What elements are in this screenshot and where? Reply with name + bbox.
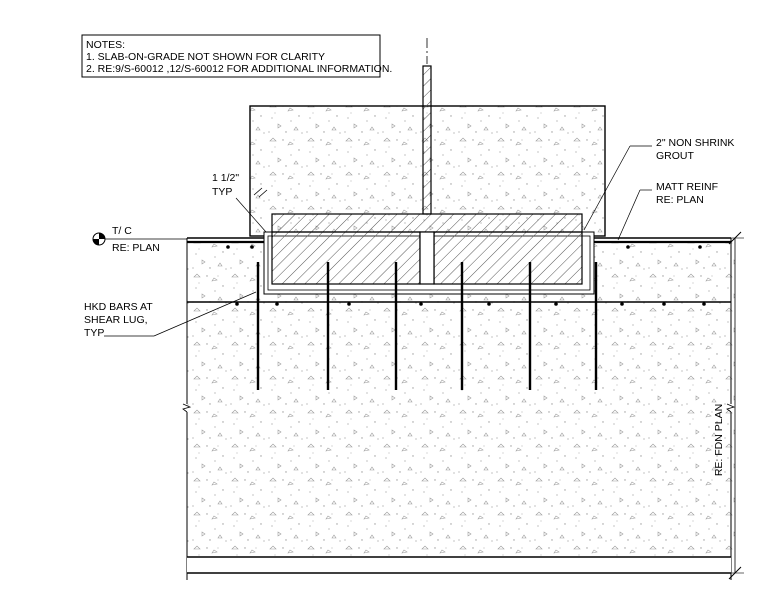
hkd-bars-label-line1: HKD BARS AT <box>84 301 153 313</box>
fdn-plan-label: RE: FDN PLAN <box>713 404 725 476</box>
mat-reinf-label-line2: RE: PLAN <box>656 194 704 206</box>
mat-reinf-leader <box>617 189 641 241</box>
note-1: 1. SLAB-ON-GRADE NOT SHOWN FOR CLARITY <box>86 51 325 63</box>
column-stem <box>422 65 432 215</box>
hkd-bars-label-line3: TYP <box>84 327 104 339</box>
rebar-dot <box>226 245 230 249</box>
rebar-dot <box>620 302 624 306</box>
reinforcement-layer <box>187 245 731 306</box>
rebar-dot <box>235 302 239 306</box>
rebar-dot <box>662 302 666 306</box>
shear-lug-right <box>433 231 583 285</box>
note-2: 2. RE:9/S-60012 ,12/S-60012 FOR ADDITION… <box>86 63 392 75</box>
tc-label: T/ C <box>112 225 132 237</box>
rebar-dot <box>626 245 630 249</box>
rebar-dot <box>275 302 279 306</box>
rebar-dot <box>419 302 423 306</box>
top-of-concrete-marker: T/ C RE: PLAN <box>92 225 187 254</box>
rebar-dot <box>347 302 351 306</box>
mat-bottom-rebar-fill <box>187 557 731 573</box>
tc-reference: RE: PLAN <box>112 242 160 254</box>
dimension-value: 1 1/2" <box>212 172 239 184</box>
grout-label-line2: GROUT <box>656 150 695 162</box>
tc-symbol-fill <box>93 233 105 245</box>
notes-heading: NOTES: <box>86 39 125 51</box>
hkd-bars-label-line2: SHEAR LUG, <box>84 314 148 326</box>
mat-left-break-symbol <box>182 403 192 413</box>
dimension-callout: 1 1/2" TYP <box>212 172 268 233</box>
rebar-dot <box>702 302 706 306</box>
hooked-bars <box>256 262 598 390</box>
mat-right-break-symbol <box>726 403 736 413</box>
hkd-bars-leader <box>153 291 257 337</box>
base-plate <box>271 213 583 285</box>
grout-leader <box>583 145 631 231</box>
dimension-leader <box>235 197 267 233</box>
foundation-dimension: RE: FDN PLAN <box>713 231 744 580</box>
mat-reinf-label-line1: MATT REINF <box>656 181 718 193</box>
mat-reinf-callout: MATT REINF RE: PLAN <box>617 181 718 241</box>
dimension-tick <box>253 187 263 196</box>
rebar-dot <box>698 245 702 249</box>
rebar-dot <box>554 302 558 306</box>
rebar-dot <box>250 245 254 249</box>
dimension-typ: TYP <box>212 186 232 198</box>
shear-lug-left <box>271 231 421 285</box>
rebar-dot <box>487 302 491 306</box>
shear-lug-center <box>419 231 435 285</box>
hooked-bars-callout: HKD BARS AT SHEAR LUG, TYP <box>84 291 257 339</box>
base-plate-top <box>271 213 583 233</box>
notes-border <box>81 34 381 78</box>
dimension-tick <box>258 189 268 198</box>
notes-box: NOTES: 1. SLAB-ON-GRADE NOT SHOWN FOR CL… <box>81 34 392 78</box>
grout-label-line1: 2" NON SHRINK <box>656 137 734 149</box>
grout-callout: 2" NON SHRINK GROUT <box>583 137 734 231</box>
